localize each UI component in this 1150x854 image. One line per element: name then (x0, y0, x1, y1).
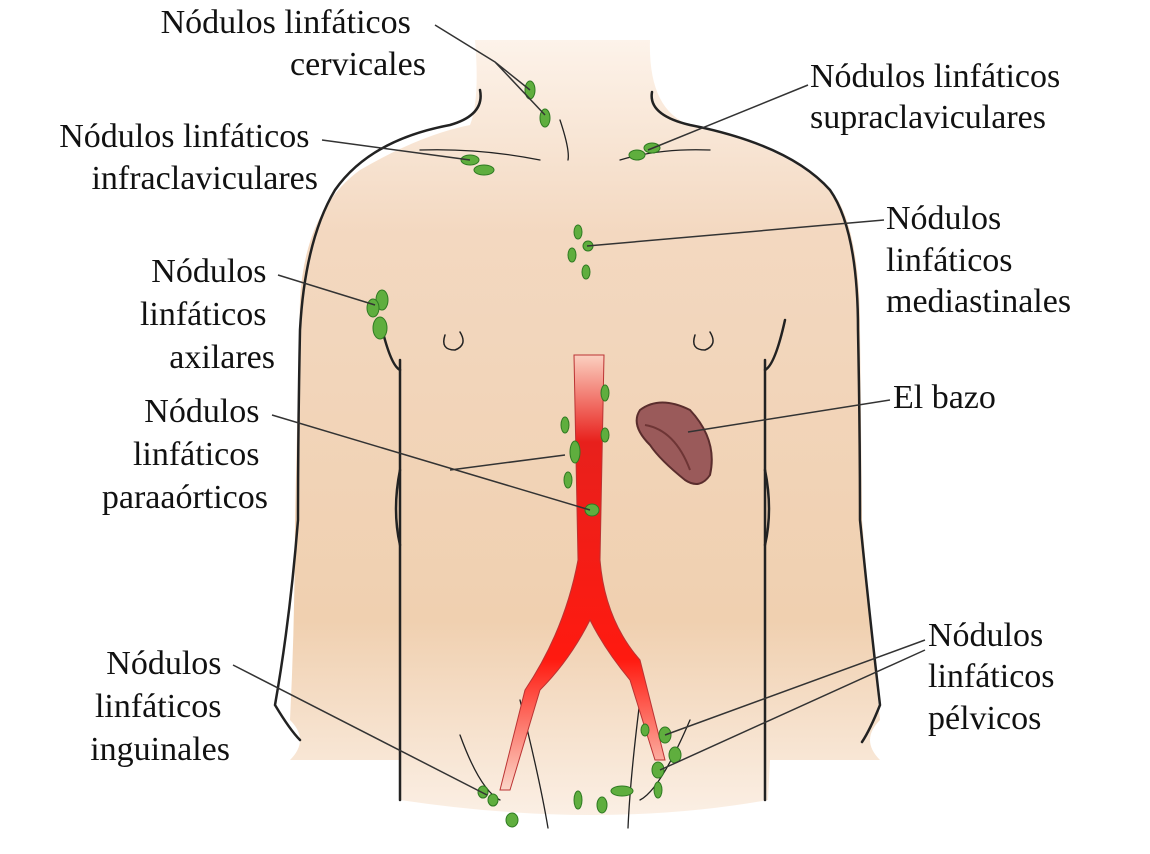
clavicle-lines (419, 119, 711, 161)
lymph-nodes (366, 80, 682, 828)
label-mediastinal: Nódulos linfáticos mediastinales (886, 200, 1071, 320)
label-pelvic: Nódulos linfáticos pélvicos (928, 617, 1063, 737)
spleen-hilum (644, 424, 691, 471)
right-armpit-line (763, 318, 787, 372)
left-body-outline (273, 88, 482, 742)
label-infraclavicular: Nódulos linfáticos infraclaviculares (59, 118, 318, 197)
label-supraclavicular: Nódulos linfáticos supraclaviculares (810, 58, 1069, 136)
label-spleen: El bazo (893, 379, 996, 416)
nipple-icons (443, 331, 714, 351)
label-inguinal: Nódulos linfáticos inguinales (90, 645, 230, 768)
label-paraaortic: Nódulos linfáticos paraaórticos (102, 393, 268, 516)
right-waist-line (763, 468, 771, 547)
leader-lines (232, 24, 926, 796)
label-axillary: Nódulos linfáticos axilares (140, 253, 275, 376)
aorta (499, 354, 666, 791)
label-cervical: Nódulos linfáticos cervicales (161, 4, 426, 83)
left-waist-line (394, 468, 402, 547)
